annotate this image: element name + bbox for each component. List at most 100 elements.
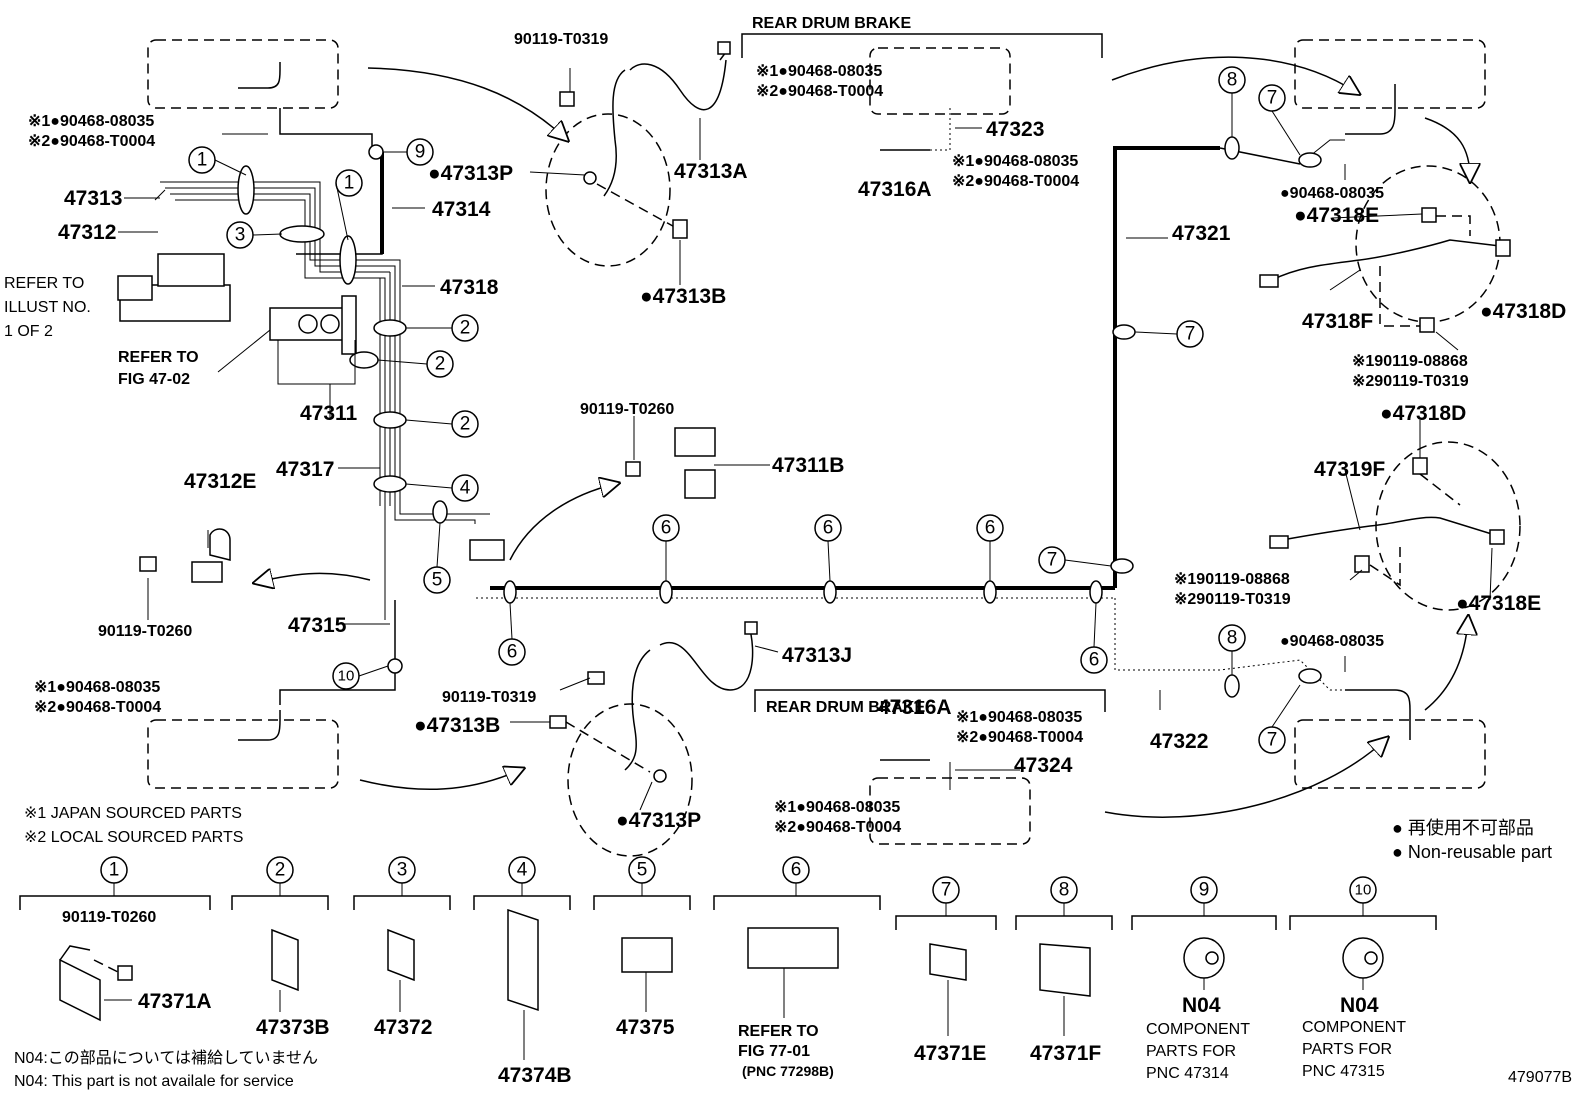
bottom-callout-5: 5	[637, 860, 648, 881]
bottom-callout-10: 10	[1355, 882, 1372, 899]
bottom-part-9-desc-1: COMPONENT	[1146, 1021, 1250, 1038]
callout-6e: 6	[1089, 650, 1100, 671]
text-labels: REAR DRUM BRAKE REAR DRUM BRAKE REFER TO…	[4, 15, 1572, 1090]
part-47318d-b: ●47318D	[1380, 402, 1466, 425]
bottom-part-8-pn: 47371F	[1030, 1042, 1101, 1065]
refer-illust-label-2: ILLUST NO.	[4, 299, 91, 316]
part-47315: 47315	[288, 614, 347, 637]
bottom-part-3-pn: 47372	[374, 1016, 432, 1039]
callout-circles: 1 1 3 9 2 2 2 4 5 6 6 6 6 6 7 7 7 7 8 8 …	[188, 66, 1286, 754]
right-hoses	[1259, 207, 1511, 587]
callout-7d: 7	[1267, 730, 1278, 751]
clip-label-e2: ※2●90468-T0004	[956, 729, 1083, 746]
part-47323: 47323	[986, 118, 1044, 141]
n04-note-en: N04: This part is not availale for servi…	[14, 1073, 294, 1090]
local-sourced-note: ※2 LOCAL SOURCED PARTS	[24, 829, 243, 846]
refer-fig4702-label-1: REFER TO	[118, 349, 199, 366]
part-47312: 47312	[58, 221, 116, 244]
clip-label-d2: ※2●90468-T0004	[952, 173, 1079, 190]
bottom-part-6-ref-3: (PNC 77298B)	[742, 1063, 834, 1079]
part-47313: 47313	[64, 187, 122, 210]
bottom-callout-1: 1	[109, 860, 120, 881]
callout-3: 3	[235, 225, 246, 246]
clip-label-c1: ※1●90468-08035	[756, 63, 882, 80]
part-47316a-b: 47316A	[878, 696, 952, 719]
callout-1b: 1	[344, 173, 355, 194]
part-47324: 47324	[1014, 754, 1073, 777]
bracket-parts	[139, 427, 716, 583]
refer-fig4702-label-2: FIG 47-02	[118, 371, 190, 388]
part-47312e: 47312E	[184, 470, 256, 493]
flow-arrows	[258, 56, 1470, 818]
bottom-part-2-pn: 47373B	[256, 1016, 330, 1039]
leader-lines	[118, 68, 1493, 811]
bottom-part-5-pn: 47375	[616, 1016, 675, 1039]
clip-label-f2: ※2●90468-T0004	[774, 819, 901, 836]
clip-label-b1: ※1●90468-08035	[34, 679, 160, 696]
clip-label-d1: ※1●90468-08035	[952, 153, 1078, 170]
callout-9: 9	[415, 142, 426, 163]
bottom-part-10-pn: N04	[1340, 994, 1379, 1017]
bottom-part-10-desc-2: PARTS FOR	[1302, 1041, 1392, 1058]
part-90468-08035-a: ●90468-08035	[1280, 185, 1384, 202]
part-47318e-b: ●47318E	[1456, 592, 1541, 615]
part-47322: 47322	[1150, 730, 1208, 753]
callout-6d: 6	[985, 518, 996, 539]
part-47313b-b: ●47313B	[414, 714, 500, 737]
part-47318: 47318	[440, 276, 499, 299]
part-90119-t0260-a: 90119-T0260	[98, 623, 192, 640]
bottom-part-1-pn: 47371A	[138, 990, 212, 1013]
part-47318e-a: ●47318E	[1294, 204, 1379, 227]
part-numbers: 90119-T0319 47313A ●47313P ●47313B ※1●90…	[28, 31, 1566, 836]
bottom-part-9-desc-3: PNC 47314	[1146, 1065, 1229, 1082]
brake-lines	[160, 108, 1350, 705]
bottom-part-7-pn: 47371E	[914, 1042, 986, 1065]
callout-7b: 7	[1185, 324, 1196, 345]
part-47316a-a: 47316A	[858, 178, 932, 201]
callout-2c: 2	[460, 414, 471, 435]
callout-2a: 2	[460, 318, 471, 339]
part-47319f: 47319F	[1314, 458, 1385, 481]
callout-6b: 6	[661, 518, 672, 539]
n04-note-jp: N04:この部品については補給していません	[14, 1049, 318, 1067]
bottom-part-4-pn: 47374B	[498, 1064, 572, 1087]
bottom-part-9-pn: N04	[1182, 994, 1221, 1017]
callout-1a: 1	[197, 150, 208, 171]
part-47313p-b: ●47313P	[616, 809, 701, 832]
part-90468-08035-b: ●90468-08035	[1280, 633, 1384, 650]
diagram-id: 479077B	[1508, 1069, 1572, 1086]
callout-8b: 8	[1227, 628, 1238, 649]
clip-label-a2: ※2●90468-T0004	[28, 133, 155, 150]
clip-label-c2: ※2●90468-T0004	[756, 83, 883, 100]
bottom-callout-4: 4	[517, 860, 528, 881]
bottom-part-10-desc-1: COMPONENT	[1302, 1019, 1406, 1036]
part-90119-t0260-b: 90119-T0260	[580, 401, 674, 418]
clip-label-e1: ※1●90468-08035	[956, 709, 1082, 726]
part-47317: 47317	[276, 458, 334, 481]
bottom-part-6-ref-2: FIG 77-01	[738, 1043, 810, 1060]
callout-6c: 6	[823, 518, 834, 539]
brake-hose-top	[559, 41, 731, 239]
bottom-callout-6: 6	[791, 860, 802, 881]
bottom-part-6-ref-1: REFER TO	[738, 1023, 819, 1040]
callout-4: 4	[460, 478, 471, 499]
refer-illust-label-3: 1 OF 2	[4, 323, 53, 340]
bottom-part-1-bolt: 90119-T0260	[62, 909, 156, 926]
bottom-part-9-desc-2: PARTS FOR	[1146, 1043, 1236, 1060]
part-90119-t0319-a: 90119-T0319	[514, 31, 608, 48]
bottom-parts-row: 1 2 3 4 5 6 7 8 9 10 90	[19, 856, 1437, 1087]
callout-2b: 2	[435, 354, 446, 375]
callout-7a: 7	[1047, 550, 1058, 571]
part-47313a: 47313A	[674, 160, 748, 183]
bottom-part-10-desc-3: PNC 47315	[1302, 1063, 1385, 1080]
part-47314: 47314	[432, 198, 491, 221]
part-47313b-a: ●47313B	[640, 285, 726, 308]
callout-7c: 7	[1267, 88, 1278, 109]
japan-sourced-note: ※1 JAPAN SOURCED PARTS	[24, 805, 242, 822]
part-47318f: 47318F	[1302, 310, 1373, 333]
bottom-callout-2: 2	[275, 860, 286, 881]
refer-illust-label-1: REFER TO	[4, 275, 84, 292]
actuator-assembly	[117, 253, 357, 355]
bolt-label-a2: ※290119-T0319	[1352, 373, 1469, 390]
